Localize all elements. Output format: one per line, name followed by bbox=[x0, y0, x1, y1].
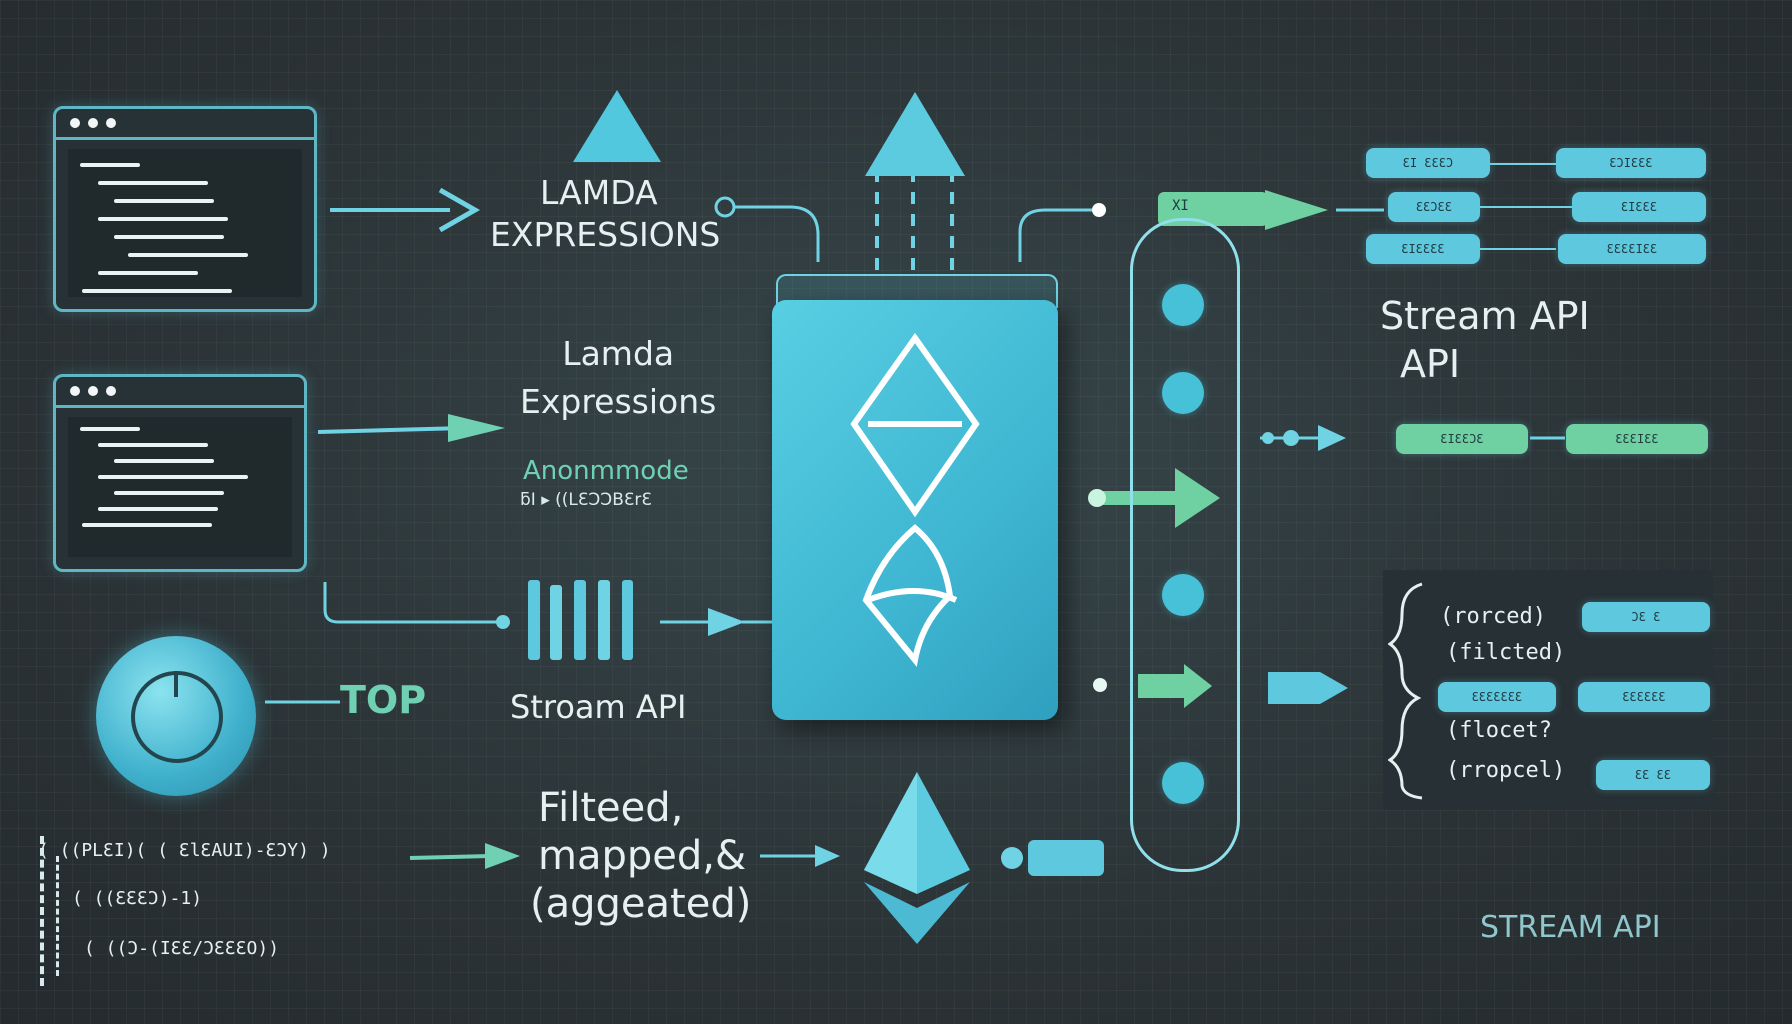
pill-row4-left: ƐIƐƐƆƐ bbox=[1396, 424, 1528, 454]
window-dot-icon bbox=[70, 386, 80, 396]
stream-api-title-right: Stream API API bbox=[1380, 292, 1590, 388]
lamda-expressions-title: LAMDA EXPRESSIONS bbox=[490, 172, 720, 256]
pill-row3-right: ƐƐƐƐIƐƐ bbox=[1558, 234, 1706, 264]
window-dot-icon bbox=[88, 386, 98, 396]
window-titlebar bbox=[56, 109, 314, 140]
window-dot-icon bbox=[106, 386, 116, 396]
filtered-line2: mapped,& bbox=[538, 833, 747, 879]
filtered-line3: (aggeated) bbox=[530, 881, 752, 927]
lambda-pill-b-right: ƐƐƐƐƐƐ bbox=[1578, 682, 1710, 712]
code-snippet-line2: ( ((ƐƐƐƆ)-1) bbox=[72, 888, 203, 909]
pill-row3-left: ƐIƐƐƐƐ bbox=[1366, 234, 1480, 264]
top-circle bbox=[96, 636, 256, 796]
lambda-item-flocet: (flocet? bbox=[1446, 718, 1552, 743]
stream-bars-icon bbox=[528, 580, 633, 660]
ring-notch-icon bbox=[174, 671, 178, 697]
code-window-top bbox=[53, 106, 317, 312]
pill-row2-left: ƐƐƆƐƐ bbox=[1388, 192, 1480, 222]
code-screen bbox=[68, 417, 292, 557]
stream-api-bottom-label: STREAM API bbox=[1480, 910, 1661, 945]
code-gutter-dashes bbox=[40, 836, 48, 986]
lamda-line2: EXPRESSIONS bbox=[490, 215, 721, 254]
stream-api-right-line1: Stream API bbox=[1380, 294, 1590, 338]
lambda-expressions-title: Lamda Expressions bbox=[520, 330, 716, 426]
pill-row2-right: ƐIƐƐƐ bbox=[1572, 192, 1706, 222]
pill-row1-left: ƐI ƐƐƐƆ bbox=[1366, 148, 1490, 178]
lambda-item-forced: (rorced) bbox=[1440, 604, 1546, 629]
up-triangle-icon bbox=[865, 92, 965, 176]
code-snippet-line1: ( ((PLƐI)( ( ƐlƐAUI)-ƐƆY) ) bbox=[38, 840, 331, 861]
lamda-line1: LAMDA bbox=[540, 173, 658, 212]
code-snippet-line3: ( ((Ɔ-(IƐƐ/ƆƐƐƐO)) bbox=[84, 938, 280, 959]
stream-pipeline-rail bbox=[1130, 218, 1240, 872]
lambda-line1: Lamda bbox=[562, 334, 675, 373]
anonymode-label: Anonmmode bbox=[523, 456, 689, 486]
anonymode-sublabel: ƃI ▸ ((LƐƆƆBƐrƐ bbox=[520, 490, 652, 510]
curly-brace-icon bbox=[1388, 582, 1423, 800]
code-gutter-dashes bbox=[56, 856, 63, 976]
code-screen bbox=[68, 149, 302, 297]
lambda-item-propcel: (rropcel) bbox=[1446, 758, 1566, 783]
pill-row1-right: ƐƆIƐƐƐ bbox=[1556, 148, 1706, 178]
lamda-triangle-icon bbox=[573, 90, 661, 162]
lambda-core-block bbox=[772, 300, 1058, 720]
lambda-line2: Expressions bbox=[520, 382, 717, 421]
window-dot-icon bbox=[88, 118, 98, 128]
window-dot-icon bbox=[106, 118, 116, 128]
stream-api-label-mid: Stroam API bbox=[510, 688, 687, 726]
ethereum-diamond-icon bbox=[864, 772, 970, 944]
lambda-pill-a: ƆƐ Ɛ bbox=[1582, 602, 1710, 632]
lambda-pill-c: ƐƐ ƐƐ bbox=[1596, 760, 1710, 790]
diamond-icon bbox=[850, 332, 980, 667]
window-titlebar bbox=[56, 377, 304, 408]
top-label: TOP bbox=[340, 678, 427, 722]
stream-node bbox=[1162, 762, 1204, 804]
window-dot-icon bbox=[70, 118, 80, 128]
filtered-line1: Filteed, bbox=[538, 785, 684, 831]
lambda-pill-b-left: ƐƐƐƐƐƐƐ bbox=[1438, 682, 1556, 712]
rail-tag: XI bbox=[1172, 198, 1189, 214]
code-window-middle bbox=[53, 374, 307, 572]
stream-api-right-line2: API bbox=[1400, 342, 1461, 386]
filtered-mapped-aggregated: Filteed, mapped,& (aggeated) bbox=[530, 784, 751, 928]
stream-node bbox=[1162, 574, 1204, 616]
lambda-item-filtered: (filcted) bbox=[1446, 640, 1566, 665]
stream-node bbox=[1162, 372, 1204, 414]
pill-row4-right: ƐƐƐIƐƐ bbox=[1566, 424, 1708, 454]
stream-node bbox=[1162, 284, 1204, 326]
